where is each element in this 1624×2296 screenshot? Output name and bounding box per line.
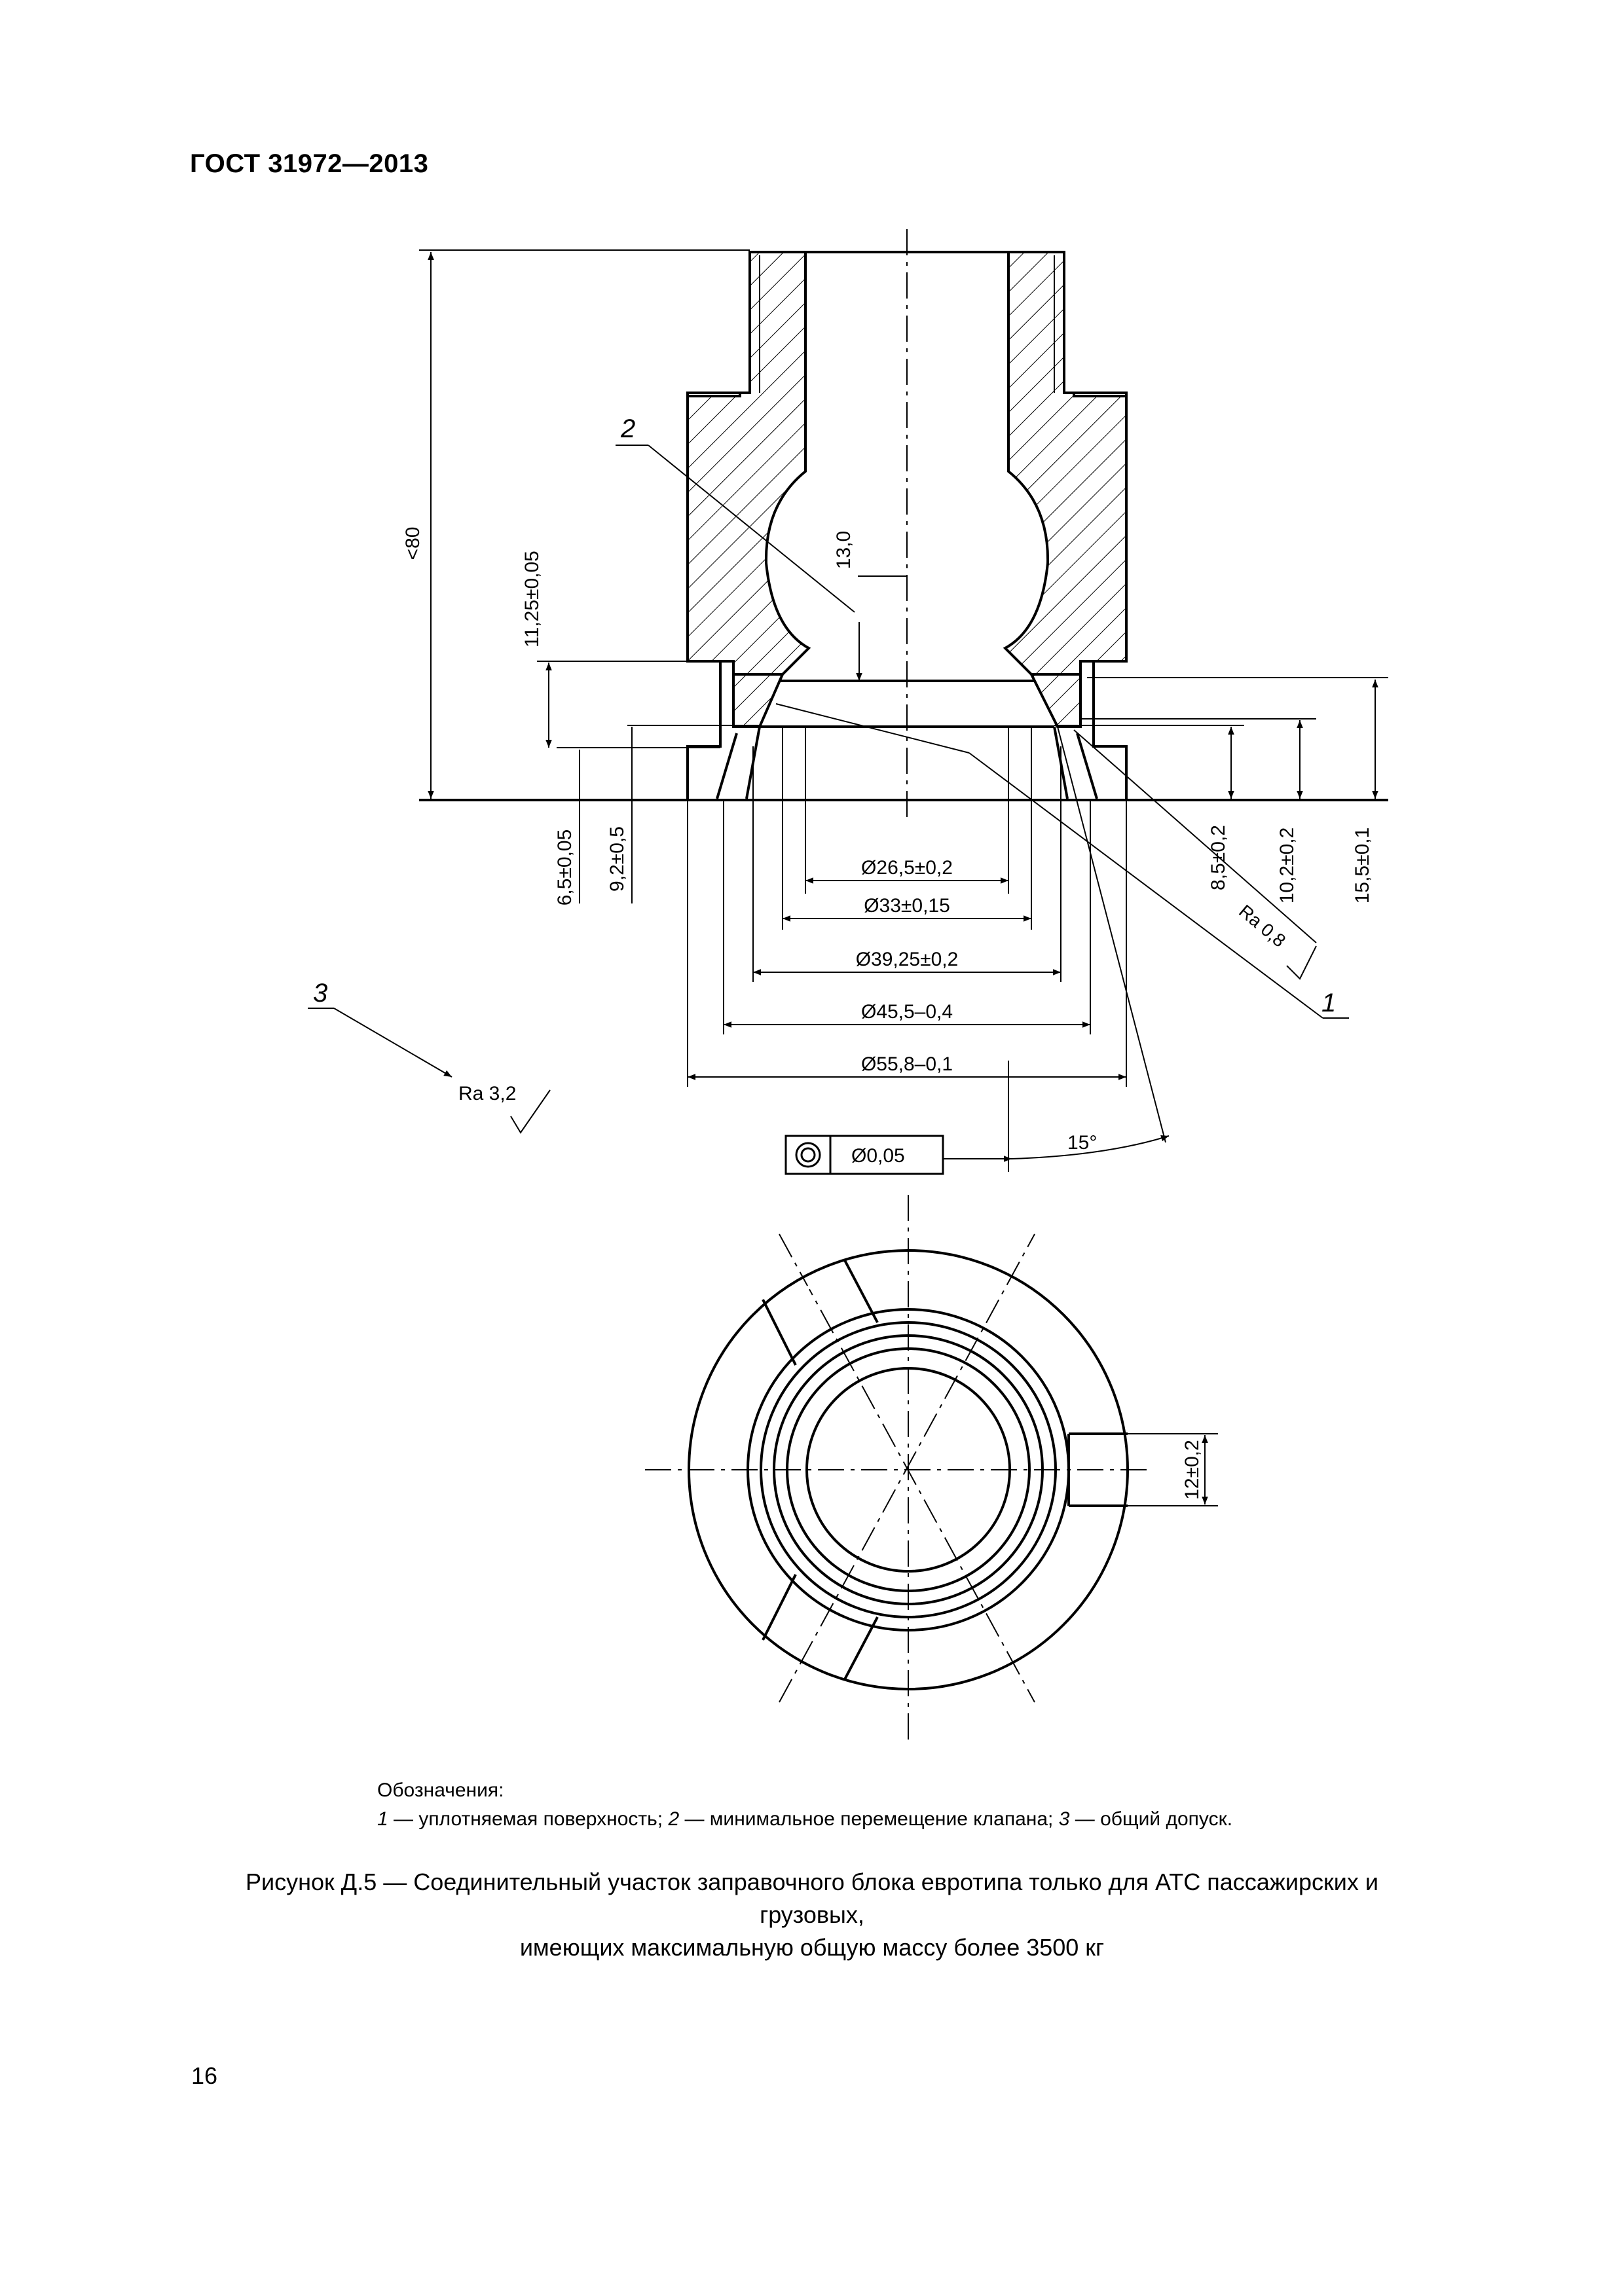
callout-1: 1 (1321, 989, 1336, 1017)
caption-line-2: имеющих максимальную общую массу более 3… (519, 1934, 1105, 1961)
slot-bottom-left (762, 1574, 879, 1680)
dia-33: Ø33±0,15 (864, 895, 950, 917)
tolerance-value: Ø0,05 (851, 1145, 905, 1167)
note-text-2: — минимальное перемещение клапана; (679, 1808, 1059, 1830)
concentricity-icon (795, 1142, 821, 1168)
note-text-1: — уплотняемая поверхность; (388, 1808, 669, 1830)
slot-top-left (762, 1258, 879, 1366)
dim-6-5: 6,5±0,05 (554, 829, 576, 906)
note-text-3: — общий допуск. (1069, 1808, 1233, 1830)
section-view (419, 229, 1388, 818)
dia-55-8: Ø55,8–0,1 (861, 1053, 953, 1075)
left-dimensions (419, 249, 907, 903)
dim-10-2: 10,2±0,2 (1276, 828, 1298, 904)
dim-13: 13,0 (833, 531, 855, 569)
leaders (308, 445, 1349, 1172)
right-dimensions (1054, 677, 1388, 799)
dim-9-2: 9,2±0,5 (606, 826, 628, 892)
caption-line-1: Рисунок Д.5 — Соединительный участок зап… (246, 1868, 1378, 1928)
tolerance-frame: Ø0,05 (784, 1135, 944, 1175)
figure-caption: Рисунок Д.5 — Соединительный участок зап… (196, 1866, 1428, 1964)
diameter-dimensions (687, 727, 1127, 1087)
callout-2: 2 (620, 414, 635, 443)
dim-15-5: 15,5±0,1 (1352, 828, 1373, 904)
dim-slot-12: 12±0,2 (1181, 1440, 1203, 1500)
slot-right (1067, 1432, 1128, 1507)
page-number: 16 (191, 2062, 218, 2089)
notes-title: Обозначения: (377, 1779, 504, 1801)
dim-overall-height: <80 (402, 527, 424, 560)
dia-39-25: Ø39,25±0,2 (856, 949, 959, 970)
roughness-seal: Ra 0,8 (1235, 901, 1289, 951)
notes-list: 1 — уплотняемая поверхность; 2 — минимал… (377, 1808, 1232, 1831)
roughness-general: Ra 3,2 (458, 1083, 516, 1104)
note-num-1: 1 (377, 1808, 388, 1830)
document-header: ГОСТ 31972—2013 (190, 149, 429, 178)
dia-26-5: Ø26,5±0,2 (861, 857, 953, 879)
technical-drawing: <80 11,25±0,05 13,0 6,5±0,05 9,2±0,5 8,5… (308, 229, 1388, 1745)
dim-11-25: 11,25±0,05 (521, 551, 543, 647)
angle-15: 15° (1067, 1132, 1097, 1154)
note-num-3: 3 (1058, 1808, 1070, 1830)
callout-3: 3 (313, 979, 327, 1008)
note-num-2: 2 (668, 1808, 680, 1830)
plan-view (645, 1195, 1153, 1745)
slot-dimension (1128, 1433, 1218, 1506)
dia-45-5: Ø45,5–0,4 (861, 1001, 953, 1023)
